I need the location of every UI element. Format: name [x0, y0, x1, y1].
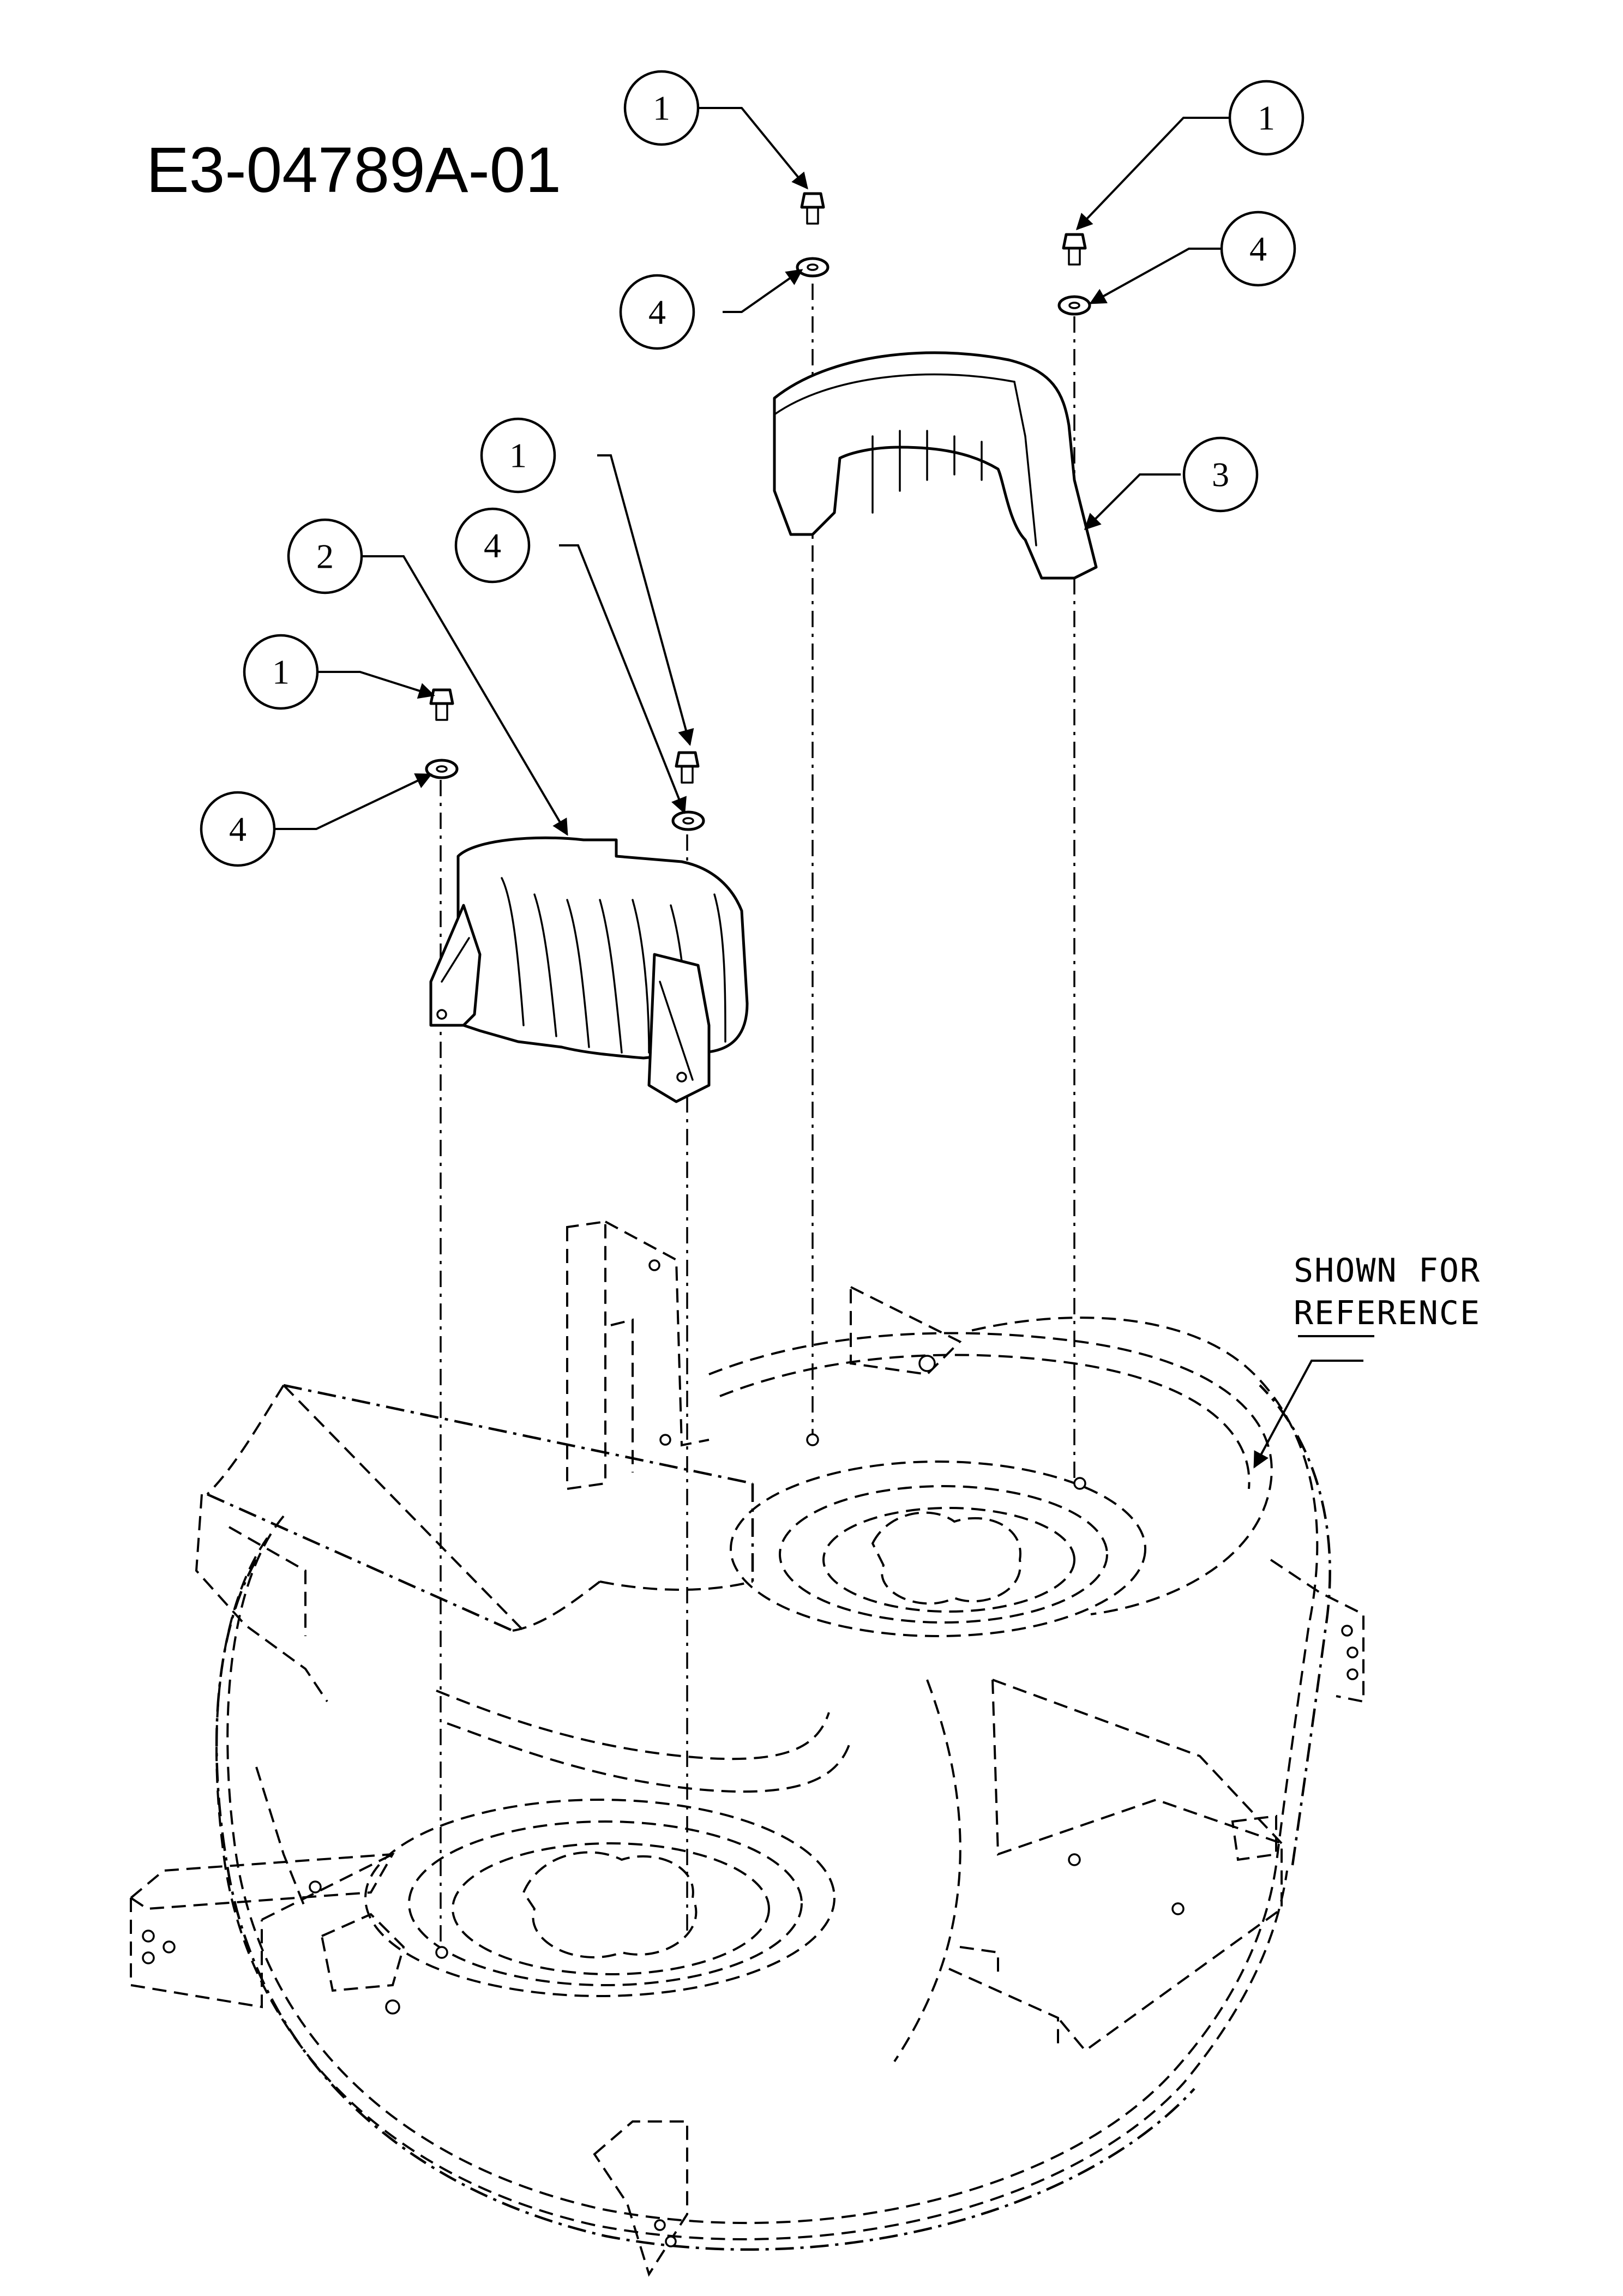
callout-4-left: 4 [200, 791, 276, 867]
callout-2: 2 [287, 518, 363, 594]
callout-leaders [275, 107, 1363, 1469]
reference-note-line-1: SHOWN FOR [1294, 1252, 1481, 1290]
callout-4-middle: 4 [454, 507, 531, 584]
callout-1-left: 1 [243, 634, 319, 710]
right-belt-cover-part-3 [773, 351, 1098, 580]
callout-1-top-center: 1 [623, 70, 700, 146]
hardware [425, 192, 1091, 831]
screw [675, 751, 700, 784]
callout-label: 2 [316, 537, 334, 576]
callout-label: 4 [229, 810, 247, 849]
callout-label: 1 [272, 653, 290, 692]
diagram-number: E3-04789A-01 [146, 134, 561, 206]
alignment-lines [440, 284, 1075, 1947]
screw [429, 688, 454, 721]
reference-note: SHOWN FOR REFERENCE [1294, 1252, 1481, 1337]
callout-label: 1 [653, 89, 670, 128]
callout-label: 4 [1249, 230, 1267, 268]
mower-deck-reference [129, 1220, 1364, 2277]
callout-1-top-right: 1 [1228, 80, 1305, 156]
reference-note-line-2: REFERENCE [1294, 1294, 1481, 1332]
screw [800, 192, 825, 225]
callout-3: 3 [1182, 436, 1259, 513]
callout-label: 4 [648, 293, 666, 332]
left-belt-cover-part-2 [429, 836, 749, 1103]
callout-label: 4 [484, 526, 501, 565]
callout-1-middle: 1 [480, 417, 556, 494]
screw [1062, 233, 1087, 266]
callout-4-top-center: 4 [619, 274, 695, 350]
callout-4-top-right: 4 [1220, 211, 1296, 287]
callout-label: 3 [1212, 455, 1229, 494]
callout-label: 1 [509, 436, 527, 475]
callout-label: 1 [1258, 99, 1275, 137]
